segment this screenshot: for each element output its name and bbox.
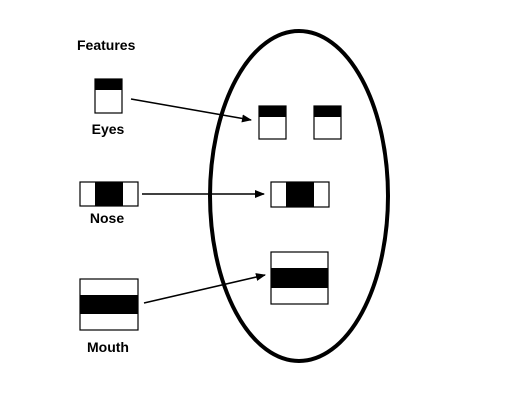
eyes-arrow [130,98,252,123]
eyes-label: Eyes [92,121,125,137]
eyes-feature [94,78,123,114]
face-right-eye [313,105,342,140]
mouth-arrow [143,273,266,304]
face-left-eye [258,105,287,140]
nose-label: Nose [90,210,124,226]
mouth-label: Mouth [87,339,129,355]
mouth-feature [79,278,139,331]
face-mouth [270,251,329,305]
face-nose [270,181,330,208]
diagram-title: Features [77,37,136,53]
nose-feature [79,181,139,207]
face-outline [208,29,390,363]
